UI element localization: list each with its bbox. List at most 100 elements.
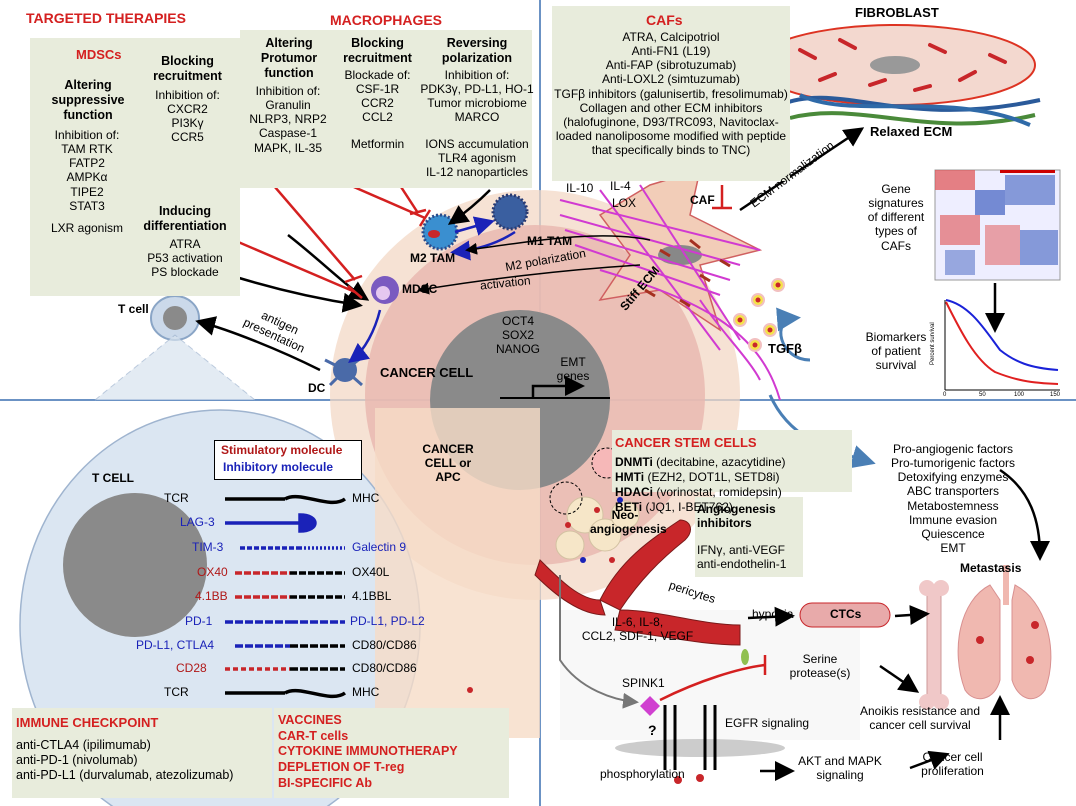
csc-row-1: HMTi (EZH2, DOT1L, SETD8i) [615,470,780,484]
csc-row-3: BETi (JQ1, I-BET762) [615,500,733,514]
il4-label: IL-4 [610,179,631,193]
pair-4-right: 4.1BBL [352,589,392,603]
hypoxia-label: hypoxia [752,607,794,621]
m2-tam-label: M2 TAM [410,251,456,265]
macrophages-panel [240,30,532,188]
dc-label: DC [308,381,326,395]
vaccines-panel [274,708,509,798]
apc-cell [375,408,540,738]
lungs [957,565,1052,700]
pair-0-left: TCR [164,491,189,505]
pair-6-left: PD-L1, CTLA4 [136,638,215,652]
question-mark: ? [648,722,657,738]
tam-cells [324,193,529,387]
mdsc-title: MDSCs [76,47,122,62]
pair-4-left: 4.1BB [195,589,228,603]
tcell-panel-title: T CELL [92,471,134,485]
cafs-panel [552,6,790,181]
metastasis-label: Metastasis [960,561,1022,575]
km-tick-100: 100 [1014,392,1025,398]
pair-0-right: MHC [352,491,380,505]
heatmap [934,169,1061,281]
cancer-cell-label: CANCER CELL [380,365,474,380]
angio-panel [695,497,803,577]
legend-stimulatory: Stimulatory molecule [221,443,343,457]
membrane [615,739,785,757]
legend-box: Stimulatory molecule Inhibitory molecule [214,440,362,480]
pair-3-right: OX40L [352,565,390,579]
ctcs-label: CTCs [830,607,862,621]
caf-label: CAF [690,193,715,207]
egfr-signaling-label: EGFR signaling [725,716,810,730]
tgfb-label: TGFβ [768,341,802,356]
checkpoint-title: IMMUNE CHECKPOINT [16,715,159,730]
pair-3-left: OX40 [197,565,228,579]
km-tick-150: 150 [1050,392,1061,398]
pair-2-right: Galectin 9 [352,540,407,554]
fibroblast-title: FIBROBLAST [855,5,939,20]
bone [919,580,949,710]
spink1-shape [640,696,660,716]
mdsc-label: MDSC [402,282,438,296]
csc-row-0: DNMTi (decitabine, azacytidine) [615,455,786,469]
csc-row-2: HDACi (vorinostat, romidepsin) [615,485,782,499]
macrophages-title: MACROPHAGES [330,12,443,28]
km-ylabel: Percent survival [930,322,936,365]
pair-7-left: CD28 [176,661,207,675]
pair-5-left: PD-1 [185,614,213,628]
neo-angiogenesis-label: Neo-angiogenesis [590,508,667,537]
pair-5-right: PD-L1, PD-L2 [350,614,425,628]
spink1-label: SPINK1 [622,676,665,690]
pair-8-right: MHC [352,685,380,699]
checkpoint-list: anti-CTLA4 (ipilimumab)anti-PD-1 (nivolu… [16,738,234,782]
pair-6-right: CD80/CD86 [352,638,417,652]
tcell-nucleus [63,493,207,637]
km-tick-50: 50 [979,392,986,398]
km-tick-0: 0 [943,392,947,398]
lox-label: LOX [612,196,637,210]
checkpoint-panel [12,708,272,798]
csc-title: CANCER STEM CELLS [615,435,757,450]
pair-2-left: TIM-3 [192,540,224,554]
t-cell-label: T cell [118,302,149,316]
targeted-therapies-title: TARGETED THERAPIES [26,10,186,26]
il10-label: IL-10 [566,181,594,195]
mdsc-panel [30,38,240,296]
legend-inhibitory: Inhibitory molecule [223,460,334,474]
pair-1-left: LAG-3 [180,515,215,529]
m1-tam-label: M1 TAM [527,234,573,248]
receptor-glyphs [225,494,347,699]
blood-vessels [534,519,741,646]
survival-plot [944,299,1060,391]
csc-panel [612,430,852,492]
cafs-title: CAFs [646,12,683,28]
pair-8-left: TCR [164,685,189,699]
